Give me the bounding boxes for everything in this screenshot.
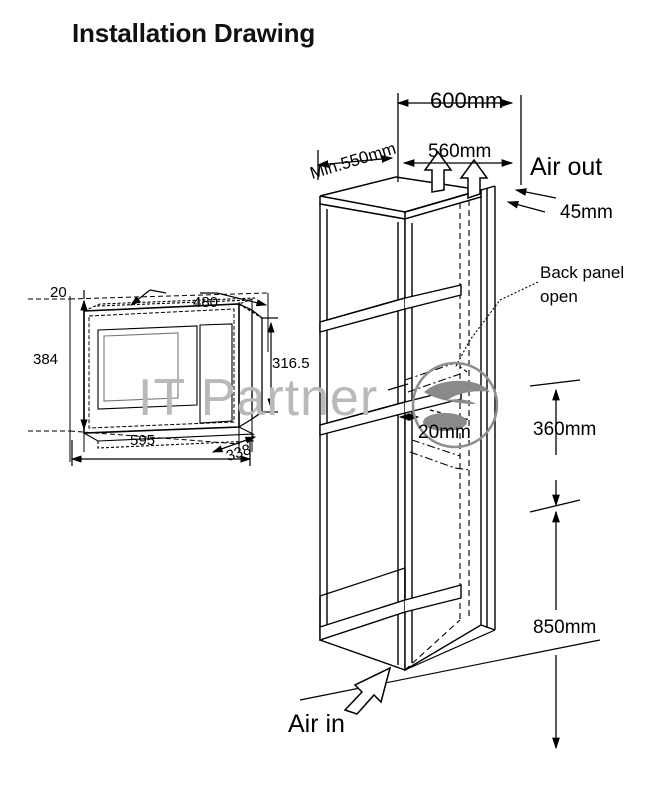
dim-label-20: 20 [50,284,67,301]
annotation-back-panel-line1: Back panel [540,263,625,282]
dim-min550-line [316,150,394,180]
dim-360-line [529,379,581,513]
dim-label-45mm: 45mm [560,202,613,223]
dim-label-20mm: 20mm [418,422,471,443]
annotation-air-in: Air in [288,710,345,738]
cabinet-outer-wall [480,185,496,631]
dim-45-line [506,188,557,213]
dim-label-595: 595 [130,432,156,449]
cabinet-drawing-group [299,93,601,750]
cabinet-bottom-floor [319,567,462,641]
oven-top-cap [83,297,256,312]
page-title: Installation Drawing [72,18,316,48]
cabinet-ground-line [299,629,601,701]
oven-front-bezel-inner [88,308,235,429]
annotation-air-out: Air out [530,153,603,181]
cabinet-hidden-edges [404,200,470,671]
dim-label-850mm: 850mm [533,617,597,638]
oven-drawing-group [28,289,278,466]
dim-label-600mm: 600mm [430,88,504,113]
annotation-back-panel-line2: open [540,287,578,306]
dim-label-480: 480 [193,294,219,311]
oven-door-window [97,325,198,410]
dim-338-line [211,436,257,453]
dim-480-line [130,289,268,307]
watermark-logo-icon [411,361,499,449]
dim-label-360mm: 360mm [533,419,597,440]
oven-body-side [238,303,263,428]
air-in-arrow [343,666,392,715]
dim-600-line [396,93,522,185]
dim-label-560mm: 560mm [428,141,492,162]
cabinet-left-front-panel [319,203,406,671]
air-out-arrow-2 [459,158,489,200]
back-panel-leader [454,281,539,369]
cabinet-shelf-upper [319,284,462,333]
dim-label-316-5: 316.5 [272,355,310,372]
oven-control-panel [199,323,233,424]
watermark-text: IT Partner [138,369,379,427]
dim-label-384: 384 [33,351,59,368]
dim-3165-line [262,317,278,413]
